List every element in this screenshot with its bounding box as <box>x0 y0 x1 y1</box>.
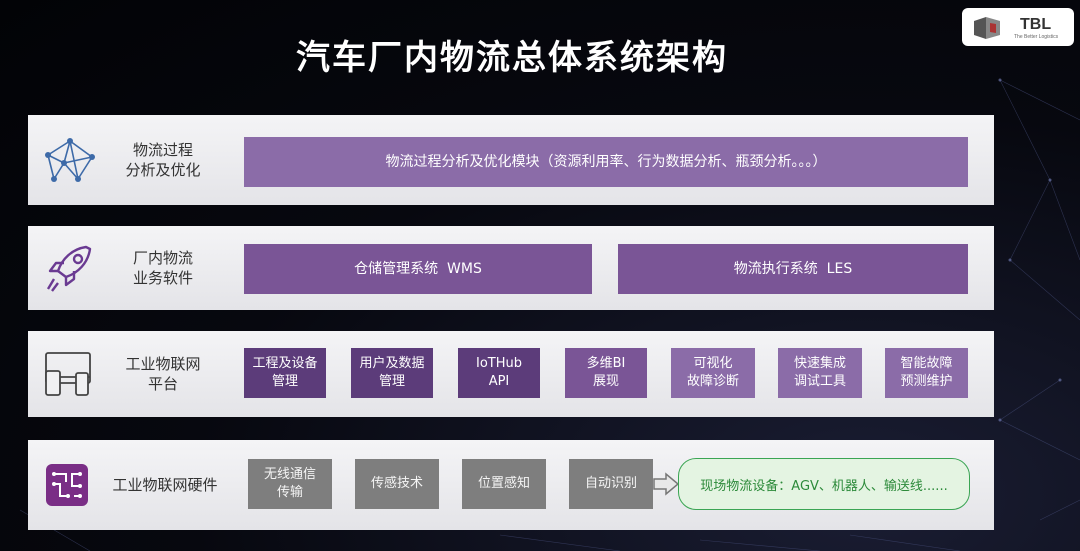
field-logistics-equipment[interactable]: 现场物流设备：AGV、机器人、输送线...... <box>678 458 970 510</box>
devices-icon <box>45 352 91 396</box>
layer-label: 工业物联网硬件 <box>112 476 218 494</box>
module-visual-diagnosis[interactable]: 可视化故障诊断 <box>671 348 755 398</box>
module-positioning[interactable]: 位置感知 <box>462 459 546 509</box>
module-user-data[interactable]: 用户及数据管理 <box>351 348 433 398</box>
module-predictive-maintenance[interactable]: 智能故障预测维护 <box>885 348 968 398</box>
logo-cube-icon <box>974 17 1000 39</box>
page-title: 汽车厂内物流总体系统架构 <box>296 38 728 78</box>
chip-icon <box>46 464 88 506</box>
module-sensing[interactable]: 传感技术 <box>355 459 439 509</box>
arrow-right-icon <box>653 472 680 496</box>
module-integration-tools[interactable]: 快速集成调试工具 <box>778 348 862 398</box>
layer-label: 物流过程 分析及优化 <box>125 141 201 179</box>
layer-logistics-software: 厂内物流 业务软件 仓储管理系统 WMS 物流执行系统 LES <box>28 226 994 310</box>
layer-label: 工业物联网 平台 <box>125 355 201 393</box>
company-logo: TBL The Better Logistics <box>962 8 1074 46</box>
module-les[interactable]: 物流执行系统 LES <box>618 244 968 294</box>
module-process-analysis[interactable]: 物流过程分析及优化模块（资源利用率、行为数据分析、瓶颈分析。。。） <box>244 137 968 187</box>
rocket-icon <box>46 245 92 292</box>
logo-tagline: The Better Logistics <box>1014 34 1059 40</box>
module-engineering-equipment[interactable]: 工程及设备管理 <box>244 348 326 398</box>
layer-label: 厂内物流 业务软件 <box>132 249 193 287</box>
module-auto-id[interactable]: 自动识别 <box>569 459 653 509</box>
module-wms[interactable]: 仓储管理系统 WMS <box>244 244 592 294</box>
module-wireless[interactable]: 无线通信传输 <box>248 459 332 509</box>
layer-iot-hardware: 工业物联网硬件 无线通信传输 传感技术 位置感知 自动识别 现场物流设备：AGV… <box>28 440 994 530</box>
layer-analysis-optimization: 物流过程 分析及优化 物流过程分析及优化模块（资源利用率、行为数据分析、瓶颈分析… <box>28 115 994 205</box>
network-icon <box>45 138 95 182</box>
logo-brand: TBL <box>1020 16 1052 33</box>
